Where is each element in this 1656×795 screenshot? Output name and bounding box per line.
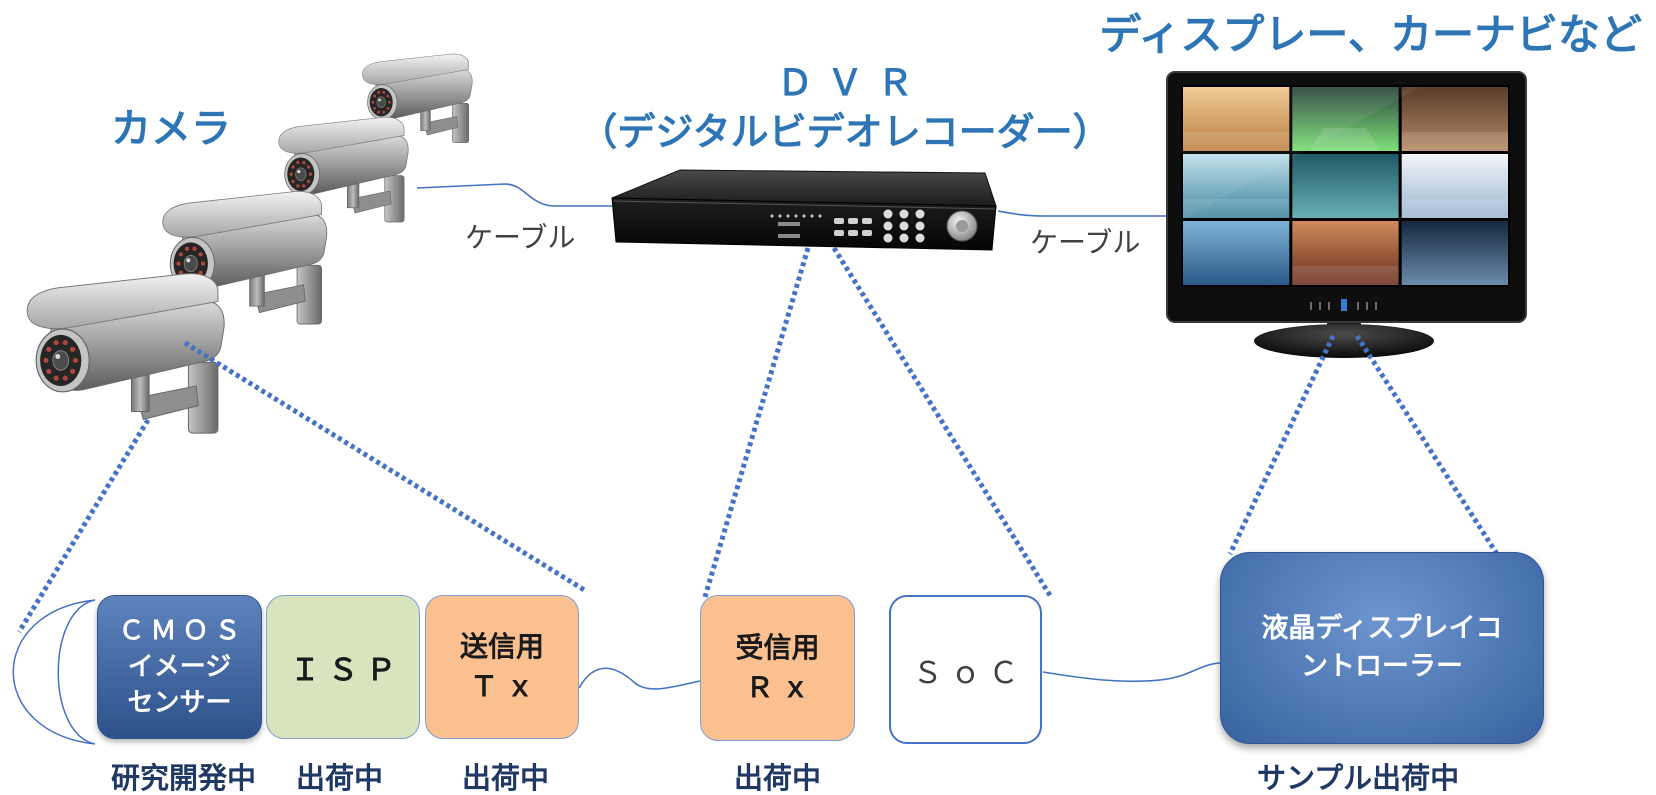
monitor-thumbnail bbox=[1292, 87, 1399, 151]
box-label: Ｒｘ bbox=[745, 671, 818, 704]
camera-heading: カメラ bbox=[111, 106, 231, 152]
rx-box: 受信用 Ｒｘ bbox=[700, 595, 855, 741]
dvr-heading: ＤＶＲ bbox=[776, 63, 927, 104]
display-heading: ディスプレー、カーナビなど bbox=[1099, 10, 1642, 59]
status-label-lcd: サンプル出荷中 bbox=[1257, 761, 1460, 795]
dotted-line-camera-tx bbox=[183, 340, 588, 594]
box-label: Ｔｘ bbox=[469, 670, 542, 703]
status-label-cmos: 研究開発中 bbox=[111, 761, 257, 795]
cable-label-right: ケーブル bbox=[1030, 226, 1141, 259]
tx-box: 送信用 Ｔｘ bbox=[425, 595, 579, 739]
soc-box: ＳｏＣ bbox=[889, 595, 1042, 744]
dotted-line-dvr-soc bbox=[831, 246, 1054, 599]
dvr-subheading: （デジタルビデオレコーダー） bbox=[579, 110, 1111, 154]
security-camera-icon bbox=[26, 273, 225, 434]
monitor-thumbnail bbox=[1401, 154, 1508, 218]
dotted-line-monitor-lcd-left bbox=[1227, 334, 1336, 556]
power-led-icon bbox=[1341, 299, 1347, 311]
link-tx-to-rx bbox=[578, 667, 701, 690]
box-label: ＩＳＰ bbox=[290, 653, 404, 688]
link-soc-to-lcd bbox=[1042, 662, 1221, 683]
status-label-rx: 出荷中 bbox=[734, 761, 822, 795]
monitor-thumbnail bbox=[1401, 221, 1508, 285]
monitor-thumbnail bbox=[1183, 221, 1290, 285]
box-label: ントローラー bbox=[1301, 651, 1463, 682]
monitor-thumbnail bbox=[1183, 87, 1290, 151]
monitor-thumbnail bbox=[1292, 154, 1399, 218]
cable-label-left: ケーブル bbox=[465, 221, 576, 254]
lcd-monitor-icon bbox=[1166, 71, 1527, 358]
box-label: センサー bbox=[127, 688, 232, 718]
monitor-screen bbox=[1183, 87, 1508, 285]
box-label: 液晶ディスプレイコ bbox=[1261, 613, 1503, 644]
box-label: 受信用 bbox=[735, 631, 820, 664]
box-label: イメージ bbox=[127, 652, 232, 682]
status-label-tx: 出荷中 bbox=[462, 761, 550, 795]
status-label-isp: 出荷中 bbox=[296, 761, 384, 795]
box-label: ＳｏＣ bbox=[912, 655, 1027, 691]
cmos-image-sensor-box: ＣＭＯＳ イメージ センサー bbox=[97, 595, 262, 739]
cable-dvr-to-monitor bbox=[997, 210, 1167, 217]
cable-camera-to-dvr bbox=[416, 183, 612, 207]
dotted-line-monitor-lcd-right bbox=[1354, 334, 1500, 556]
monitor-thumbnail bbox=[1401, 87, 1508, 151]
monitor-thumbnail bbox=[1292, 221, 1399, 285]
monitor-thumbnail bbox=[1183, 154, 1290, 218]
lcd-controller-box: 液晶ディスプレイコ ントローラー bbox=[1220, 552, 1544, 744]
box-label: 送信用 bbox=[459, 630, 544, 663]
lens-crescent-icon bbox=[12, 599, 96, 745]
isp-box: ＩＳＰ bbox=[266, 595, 420, 739]
dotted-line-dvr-rx bbox=[702, 247, 811, 598]
box-label: ＣＭＯＳ bbox=[118, 616, 247, 646]
dvr-recorder-icon bbox=[611, 169, 997, 251]
dotted-line-camera-cmos bbox=[16, 418, 151, 634]
